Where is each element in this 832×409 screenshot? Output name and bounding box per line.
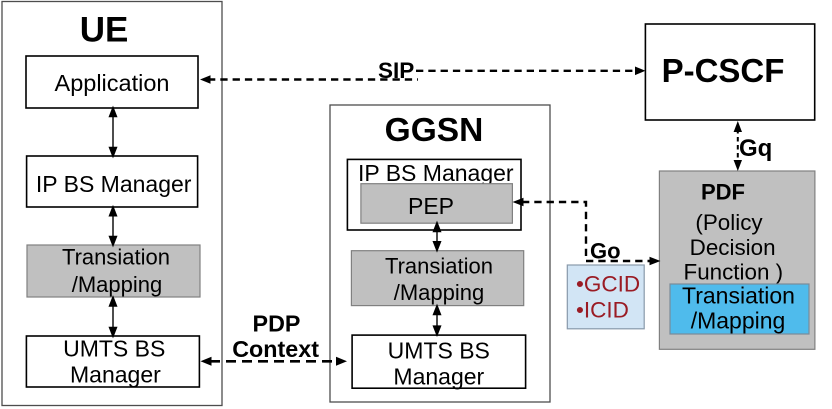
svg-text:Application: Application [55, 70, 170, 96]
svg-text:Function ): Function ) [684, 259, 784, 284]
svg-text:Go: Go [590, 238, 621, 263]
svg-text:Context: Context [232, 336, 319, 362]
svg-text:IP BS Manager: IP BS Manager [358, 160, 514, 186]
svg-text:PDF: PDF [701, 179, 745, 204]
svg-text:UMTS BS: UMTS BS [63, 335, 165, 361]
svg-text:Transiation: Transiation [385, 253, 493, 278]
svg-text:Gq: Gq [739, 135, 772, 162]
svg-text:P-CSCF: P-CSCF [662, 52, 785, 89]
svg-text:(Policy: (Policy [695, 210, 763, 235]
svg-text:GGSN: GGSN [385, 112, 484, 149]
svg-text:PEP: PEP [408, 193, 454, 219]
svg-text:UE: UE [80, 11, 129, 50]
svg-text:Transiation: Transiation [682, 282, 795, 308]
svg-text:•GCID: •GCID [576, 271, 640, 296]
svg-text:/Mapping: /Mapping [394, 280, 485, 305]
svg-text:Decision: Decision [690, 235, 776, 260]
svg-text:UMTS BS: UMTS BS [388, 338, 490, 364]
svg-text:SIP: SIP [378, 58, 414, 83]
svg-text:IP BS Manager: IP BS Manager [36, 171, 192, 197]
svg-text:Manager: Manager [70, 362, 161, 388]
svg-text:Transiation: Transiation [62, 244, 170, 269]
svg-text:/Mapping: /Mapping [691, 308, 786, 334]
svg-text:/Mapping: /Mapping [72, 272, 163, 297]
svg-text:•ICID: •ICID [576, 297, 629, 322]
svg-text:PDP: PDP [253, 311, 301, 337]
svg-text:Manager: Manager [393, 363, 484, 389]
